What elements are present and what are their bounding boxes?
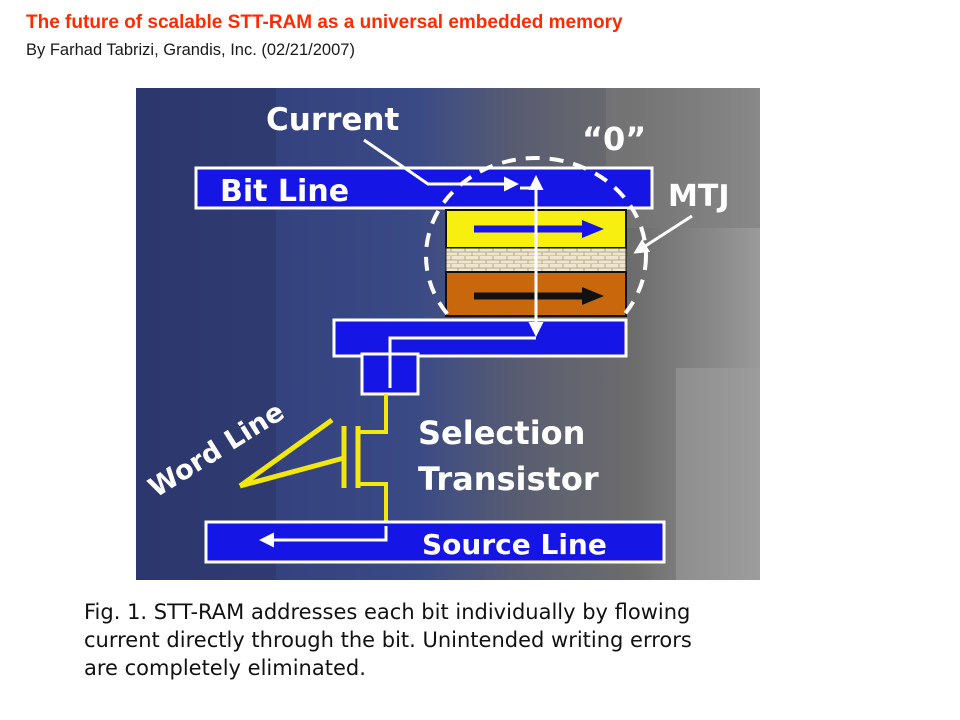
current-label: Current — [266, 102, 399, 138]
byline: By Farhad Tabrizi, Grandis, Inc. (02/21/… — [26, 41, 355, 60]
page-title: The future of scalable STT-RAM as a univ… — [26, 12, 623, 34]
caption-line-3: are completely eliminated. — [84, 654, 804, 682]
caption-line-2: current directly through the bit. Uninte… — [84, 626, 804, 654]
caption-line-1: Fig. 1. STT-RAM addresses each bit indiv… — [84, 598, 804, 626]
state-label: “0” — [582, 120, 646, 158]
selection-label: Selection — [418, 414, 585, 452]
source-line-label: Source Line — [422, 528, 607, 561]
figure-caption: Fig. 1. STT-RAM addresses each bit indiv… — [84, 598, 804, 682]
bit-line-label: Bit Line — [220, 174, 349, 209]
mtj-label: MTJ — [668, 179, 729, 214]
stt-ram-diagram: Bit Line Current “0” MTJ Word Line Selec… — [136, 88, 760, 580]
transistor-label: Transistor — [418, 460, 599, 498]
